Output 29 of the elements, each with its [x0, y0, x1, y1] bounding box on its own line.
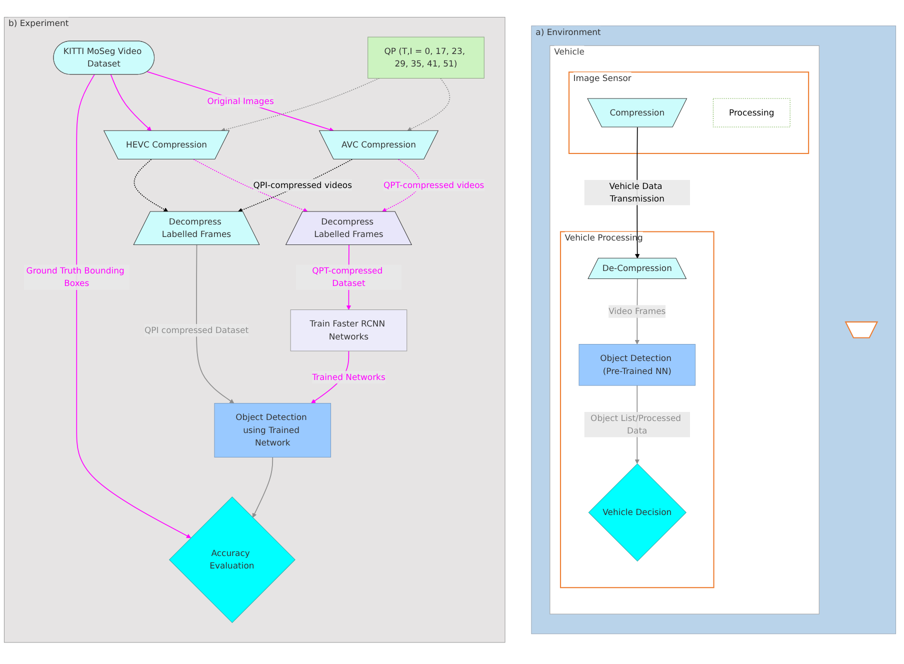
edge-label: QPT-compressed videos [384, 180, 484, 190]
node-diamond: Vehicle Decision [588, 464, 687, 562]
edge-label: Vehicle Data Transmission [609, 181, 664, 204]
node-diamond: Accuracy Evaluation [168, 496, 296, 624]
edge-label: Trained Networks [312, 372, 386, 382]
arrow [220, 78, 380, 132]
arrow [382, 159, 420, 212]
node-box: Object Detection (Pre-Trained NN) [578, 344, 696, 386]
arrow [134, 159, 168, 212]
node-box: Processing [712, 98, 790, 128]
arrow [252, 456, 274, 518]
node-box: Train Faster RCNN Networks [290, 310, 408, 352]
arrow [110, 74, 152, 132]
edge-label: Ground Truth Bounding Boxes [26, 266, 124, 289]
arrow [407, 78, 450, 132]
node-box: Object Detection using Trained Network [214, 403, 332, 458]
arrow [146, 71, 334, 132]
edge-label: Object List/Processed Data [590, 413, 682, 436]
edge-label: QPI-compressed videos [253, 180, 352, 190]
arrow [238, 159, 353, 212]
edge-label: QPI compressed Dataset [144, 325, 249, 336]
edge-label: Original Images [207, 96, 274, 106]
node-trapezoid [844, 322, 878, 338]
arrow [76, 74, 192, 538]
edge-label: Video Frames [608, 306, 666, 316]
node-box: QP (T,I = 0, 17, 23, 29, 35, 41, 51) [368, 36, 484, 79]
edge-label: QPT-compressed Dataset [312, 266, 383, 289]
arrow [196, 244, 234, 404]
arrow [193, 159, 308, 212]
